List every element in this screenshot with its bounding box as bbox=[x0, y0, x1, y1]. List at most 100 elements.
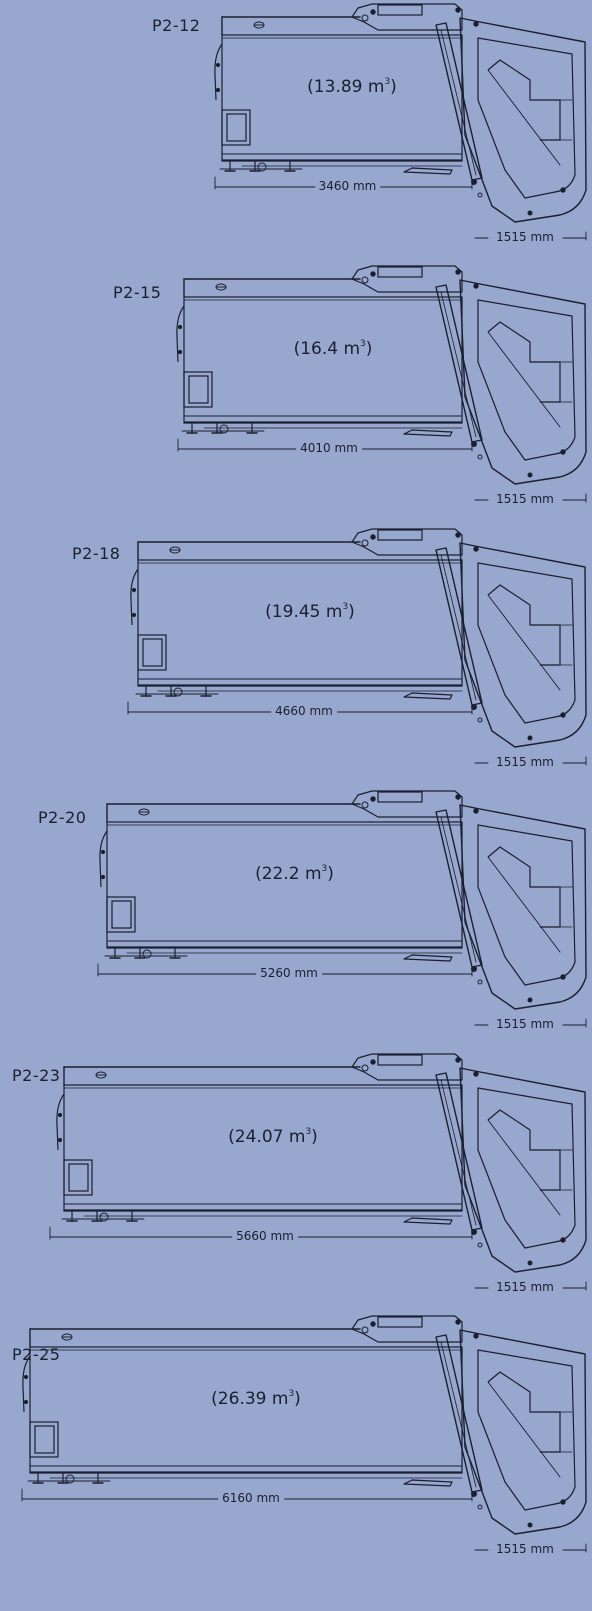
length-dimension-label: 5260 mm bbox=[256, 966, 322, 980]
hopper-arm bbox=[487, 1119, 561, 1216]
volume-unit-exponent: 3 bbox=[321, 864, 328, 875]
control-box-outer bbox=[221, 109, 251, 146]
hinge-housing bbox=[351, 790, 463, 818]
tailgate-blade bbox=[435, 22, 483, 181]
body-panel bbox=[183, 296, 463, 423]
hinge-housing bbox=[351, 1053, 463, 1081]
volume-unit-exponent: 3 bbox=[342, 602, 349, 613]
front-rivet-top bbox=[57, 1112, 63, 1118]
length-dimension-label: 4010 mm bbox=[296, 441, 362, 455]
hinge-cylinder bbox=[377, 529, 423, 541]
front-rivet-bottom bbox=[131, 612, 137, 618]
body-front-curve bbox=[176, 305, 185, 363]
volume-unit-exponent: 3 bbox=[288, 1389, 295, 1400]
volume-label: (13.89 m3) bbox=[307, 77, 397, 97]
floor-wedge bbox=[403, 429, 453, 437]
volume-close: ) bbox=[327, 864, 334, 884]
volume-value: (16.4 m bbox=[293, 339, 361, 359]
hinge-cylinder bbox=[377, 4, 423, 16]
chassis-wheel-icon bbox=[219, 424, 229, 434]
body-panel bbox=[221, 34, 463, 161]
model-label: P2-18 bbox=[72, 544, 121, 563]
front-rivet-bottom bbox=[57, 1137, 63, 1143]
model-label: P2-15 bbox=[113, 283, 162, 302]
tailgate-latch-icon bbox=[477, 1504, 483, 1510]
control-box-inner bbox=[68, 1163, 89, 1192]
tailgate-blade-inner bbox=[440, 29, 477, 176]
volume-value: (13.89 m bbox=[307, 77, 385, 97]
hopper-bolt-icon bbox=[560, 712, 566, 718]
volume-label: (16.4 m3) bbox=[294, 339, 373, 359]
volume-label: (19.45 m3) bbox=[265, 602, 355, 622]
hinge-housing bbox=[351, 528, 463, 556]
volume-label: (22.2 m3) bbox=[255, 864, 334, 884]
hinge-bolt-right-icon bbox=[455, 1057, 461, 1063]
chassis-wheel-icon bbox=[142, 949, 152, 959]
volume-close: ) bbox=[348, 602, 355, 622]
tailgate-blade bbox=[435, 1072, 483, 1231]
front-rivet-top bbox=[177, 324, 183, 330]
tailgate-pivot-icon bbox=[471, 179, 477, 185]
hopper-arm bbox=[487, 331, 561, 428]
hopper-arm bbox=[487, 856, 561, 953]
control-box-outer bbox=[63, 1159, 93, 1196]
length-dimension-label: 6160 mm bbox=[218, 1491, 284, 1505]
hinge-bolt-right-icon bbox=[455, 794, 461, 800]
control-box-outer bbox=[29, 1421, 59, 1458]
hinge-bolt-icon bbox=[370, 796, 376, 802]
volume-close: ) bbox=[390, 77, 397, 97]
front-rivet-top bbox=[215, 62, 221, 68]
volume-value: (22.2 m bbox=[255, 864, 322, 884]
front-rivet-bottom bbox=[177, 349, 183, 355]
tailgate-hopper bbox=[459, 1329, 587, 1535]
hinge-bolt-icon bbox=[370, 9, 376, 15]
volume-close: ) bbox=[311, 1127, 318, 1147]
model-label: P2-23 bbox=[12, 1066, 61, 1085]
volume-label: (26.39 m3) bbox=[211, 1389, 301, 1409]
tailgate-dimension-label: 1515 mm bbox=[492, 492, 558, 506]
tailgate-blade bbox=[435, 1334, 483, 1493]
hopper-arm bbox=[487, 594, 561, 691]
hinge-pivot-icon bbox=[361, 1064, 369, 1072]
compactor-drawing-p2-20 bbox=[97, 790, 587, 1028]
hopper-top-bolt-icon bbox=[473, 1071, 479, 1077]
hopper-bolt-lower-icon bbox=[527, 735, 533, 741]
hinge-bolt-right-icon bbox=[455, 269, 461, 275]
floor-wedge bbox=[403, 167, 453, 175]
hinge-bolt-icon bbox=[370, 534, 376, 540]
control-box-inner bbox=[111, 900, 132, 929]
tailgate-blade-inner bbox=[440, 816, 477, 963]
body-panel bbox=[29, 1346, 463, 1473]
tailgate-hopper bbox=[459, 17, 587, 223]
floor-wedge bbox=[403, 692, 453, 700]
hinge-pivot-icon bbox=[361, 276, 369, 284]
hinge-bolt-right-icon bbox=[455, 7, 461, 13]
hopper-arm bbox=[487, 1381, 561, 1478]
volume-value: (24.07 m bbox=[228, 1127, 306, 1147]
tailgate-blade bbox=[435, 809, 483, 968]
volume-unit-exponent: 3 bbox=[384, 77, 391, 88]
hinge-bolt-right-icon bbox=[455, 532, 461, 538]
body-front-curve bbox=[214, 43, 223, 101]
hopper-bolt-lower-icon bbox=[527, 472, 533, 478]
hinge-housing bbox=[351, 3, 463, 31]
tailgate-pivot-icon bbox=[471, 441, 477, 447]
body-front-curve bbox=[56, 1093, 65, 1151]
tailgate-pivot-icon bbox=[471, 966, 477, 972]
hinge-bolt-icon bbox=[370, 271, 376, 277]
body-panel bbox=[63, 1084, 463, 1211]
body-panel bbox=[106, 821, 463, 948]
tailgate-blade-inner bbox=[440, 1341, 477, 1488]
hinge-bolt-icon bbox=[370, 1321, 376, 1327]
floor-wedge bbox=[403, 1217, 453, 1225]
control-box-inner bbox=[188, 375, 209, 404]
hinge-bolt-right-icon bbox=[455, 1319, 461, 1325]
front-rivet-top bbox=[23, 1374, 29, 1380]
control-box-inner bbox=[226, 113, 247, 142]
hinge-cylinder bbox=[377, 1316, 423, 1328]
tailgate-hopper bbox=[459, 1067, 587, 1273]
body-panel bbox=[137, 559, 463, 686]
tailgate-dimension-label: 1515 mm bbox=[492, 230, 558, 244]
floor-wedge bbox=[403, 954, 453, 962]
hopper-bolt-icon bbox=[560, 187, 566, 193]
